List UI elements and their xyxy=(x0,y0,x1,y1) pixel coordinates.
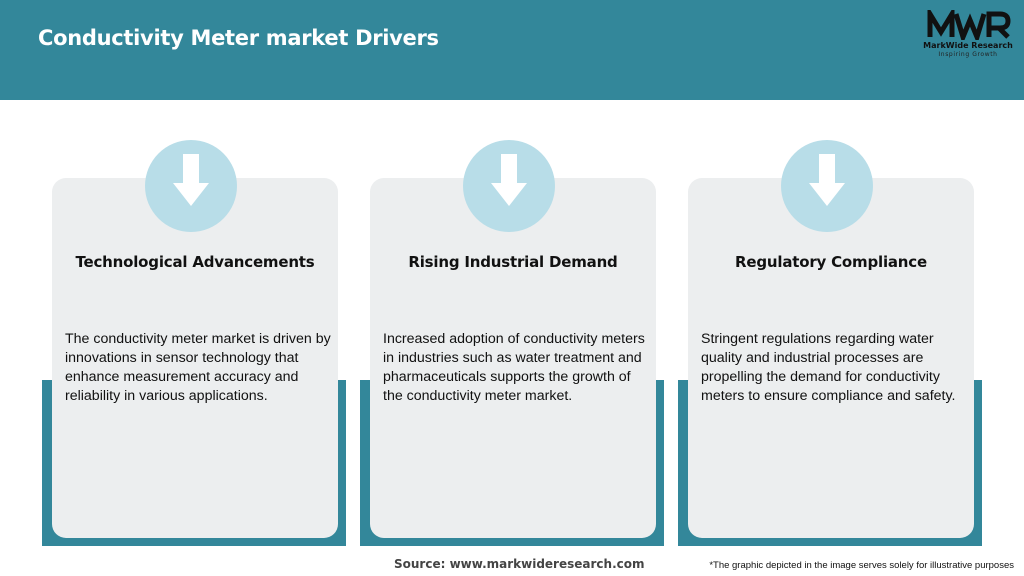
brand-logo: MarkWide Research Inspiring Growth xyxy=(920,10,1016,60)
card-title: Regulatory Compliance xyxy=(735,253,927,271)
card-title: Technological Advancements xyxy=(75,253,315,271)
card-panel: Regulatory Compliance Stringent regulati… xyxy=(688,140,974,538)
driver-card-technological: Technological Advancements The conductiv… xyxy=(42,140,346,546)
mwr-logo-mark xyxy=(927,10,1011,40)
logo-company-name: MarkWide Research xyxy=(923,41,1013,50)
icon-circle xyxy=(145,140,237,232)
card-description: Stringent regulations regarding water qu… xyxy=(701,331,956,404)
arrow-down-icon xyxy=(491,154,527,206)
arrow-down-icon xyxy=(173,154,209,206)
card-description: Increased adoption of conductivity meter… xyxy=(383,331,645,404)
driver-card-industrial: Rising Industrial Demand Increased adopt… xyxy=(360,140,664,546)
arrow-down-icon xyxy=(809,154,845,206)
card-panel: Rising Industrial Demand Increased adopt… xyxy=(370,140,656,538)
card-description: The conductivity meter market is driven … xyxy=(65,331,331,404)
icon-circle xyxy=(781,140,873,232)
driver-card-regulatory: Regulatory Compliance Stringent regulati… xyxy=(678,140,982,546)
page-title: Conductivity Meter market Drivers xyxy=(38,26,439,50)
source-credit: Source: www.markwideresearch.com xyxy=(394,557,645,571)
logo-tagline: Inspiring Growth xyxy=(938,51,998,58)
disclaimer-note: *The graphic depicted in the image serve… xyxy=(709,560,1014,571)
card-title: Rising Industrial Demand xyxy=(408,253,618,271)
card-panel: Technological Advancements The conductiv… xyxy=(52,140,338,538)
icon-circle xyxy=(463,140,555,232)
header-banner: Conductivity Meter market Drivers MarkWi… xyxy=(0,0,1024,100)
